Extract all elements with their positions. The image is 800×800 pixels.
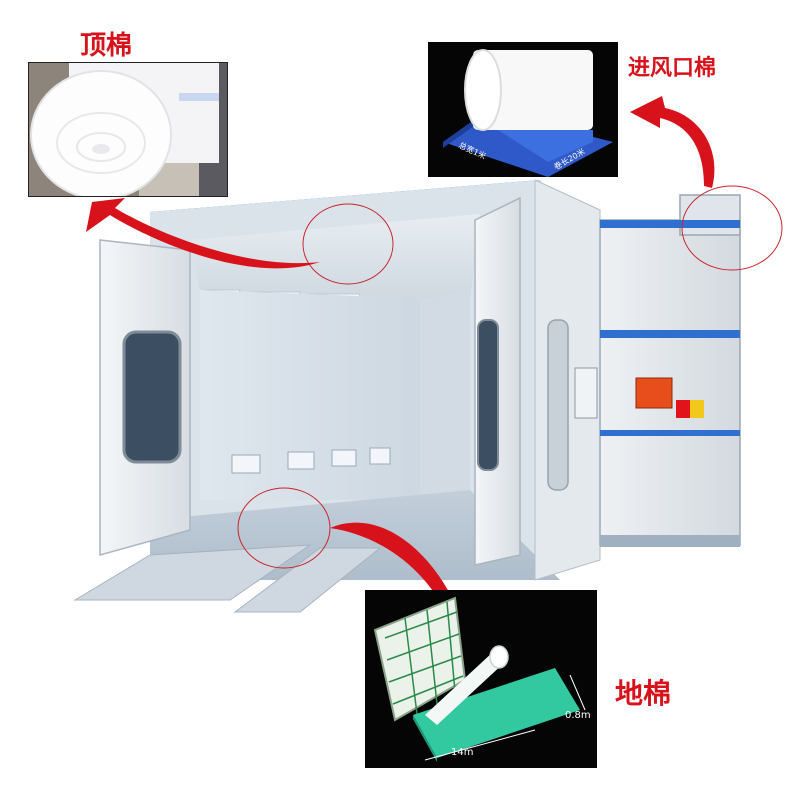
left-door-window (122, 330, 182, 464)
floor-length-note: 14m (451, 747, 473, 758)
floor-cotton-image: 14m 0.8m (373, 596, 591, 762)
length-dimension-line (424, 729, 536, 761)
green-filter-mat (413, 668, 580, 758)
inlet-cotton-label: 进风口棉 (628, 56, 717, 81)
unit-top-housing (679, 194, 741, 236)
spray-booth (73, 179, 601, 613)
top-cotton-panel (28, 62, 228, 197)
booth-back-wall (200, 290, 470, 500)
floor-cotton-panel: 14m 0.8m (365, 590, 597, 768)
inlet-cotton-panel: 总宽1米 卷长20米 (428, 42, 618, 177)
inlet-cotton-roll-image: 总宽1米 卷长20米 (443, 49, 613, 177)
ramp-left (73, 544, 312, 601)
ramp-right (233, 547, 382, 613)
floor-cotton-label: 地棉 (615, 677, 672, 710)
wall-vents (231, 447, 391, 474)
air-handling-unit (599, 194, 741, 547)
floor-width-note: 0.8m (565, 710, 591, 721)
ceiling-filter-marker (302, 203, 394, 285)
top-cotton-label: 顶棉 (80, 31, 133, 61)
inlet-filter-marker (681, 185, 783, 271)
booth-ceiling (190, 214, 480, 300)
top-cotton-roll-image (29, 63, 227, 196)
arrow-to-inlet-cotton (630, 96, 715, 188)
control-box (635, 377, 673, 409)
arrow-to-top-cotton (86, 198, 320, 269)
